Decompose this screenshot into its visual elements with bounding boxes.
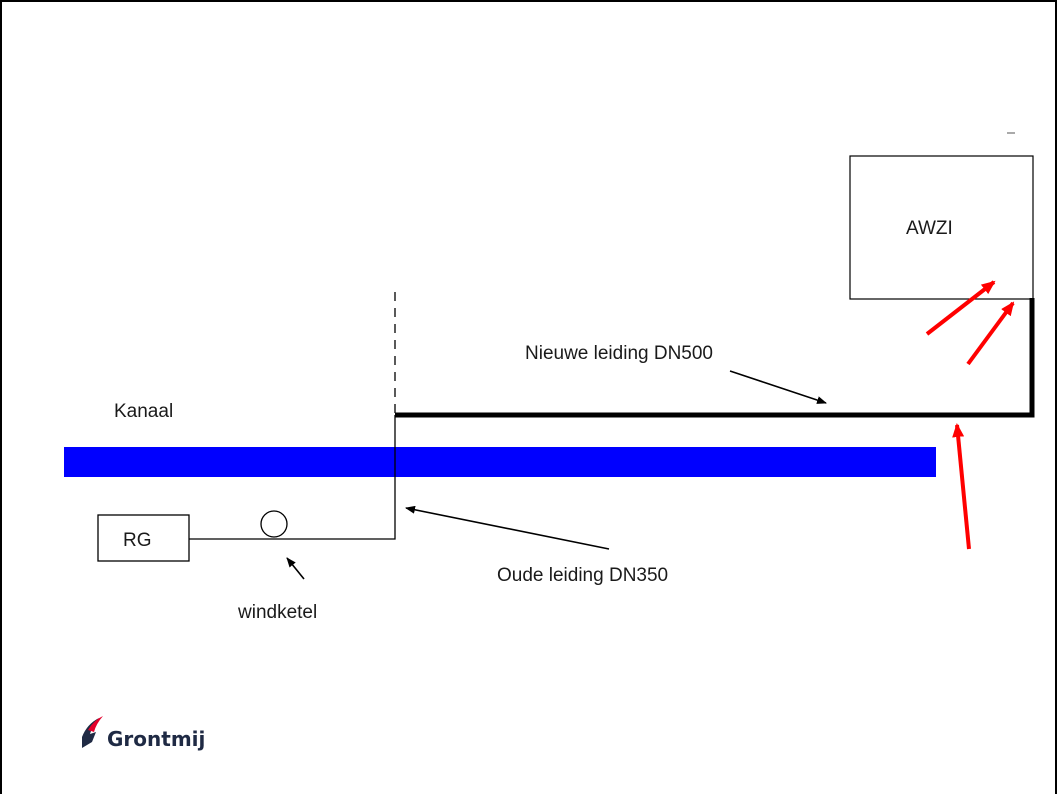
old-pipe-label: Oude leiding DN350 bbox=[497, 565, 668, 586]
new-pipe-dn500 bbox=[395, 298, 1035, 418]
canal-bar bbox=[64, 447, 936, 477]
old-pipe-dn350 bbox=[189, 415, 396, 540]
red-arrow-awzi-2 bbox=[966, 301, 1015, 366]
windketel-pointer-arrow bbox=[286, 557, 305, 580]
kanaal-label: Kanaal bbox=[114, 401, 173, 422]
grontmij-logo-text: Grontmij bbox=[107, 727, 205, 751]
rg-label: RG bbox=[123, 530, 152, 551]
rg-box bbox=[97, 514, 190, 562]
windketel-label: windketel bbox=[237, 602, 317, 623]
red-arrow-awzi-1 bbox=[925, 280, 996, 336]
new-pipe-label: Nieuwe leiding DN500 bbox=[525, 343, 713, 364]
awzi-box bbox=[849, 155, 1034, 300]
windketel-symbol bbox=[260, 510, 288, 538]
old-pipe-pointer-arrow bbox=[405, 505, 610, 550]
new-pipe-pointer-arrow bbox=[729, 370, 827, 404]
grontmij-logo: Grontmij bbox=[82, 716, 205, 751]
grontmij-logo-mark bbox=[82, 718, 99, 748]
red-arrow-pipe-corner bbox=[952, 423, 971, 550]
awzi-label: AWZI bbox=[906, 218, 953, 239]
grontmij-logo-swoosh bbox=[88, 716, 103, 732]
